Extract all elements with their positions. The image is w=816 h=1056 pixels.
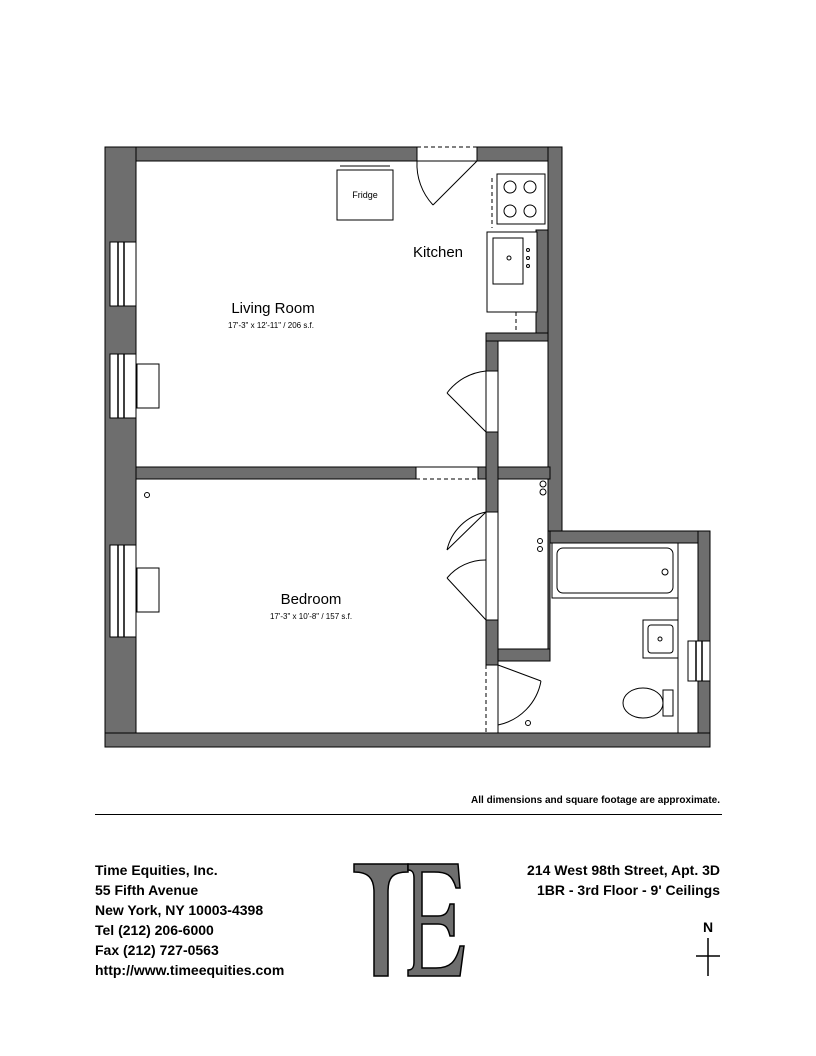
company-city: New York, NY 10003-4398 xyxy=(95,902,264,918)
door-closet-bedroom-2 xyxy=(446,559,487,621)
company-url[interactable]: http://www.timeequities.com xyxy=(95,962,285,978)
north-compass-icon: N xyxy=(696,919,720,976)
window-2 xyxy=(109,353,137,419)
floor-plan: Fridge xyxy=(104,146,711,748)
wall-bottom xyxy=(104,732,711,748)
window-3 xyxy=(109,544,137,638)
company-logo xyxy=(353,863,465,977)
kitchen-sink xyxy=(486,231,538,313)
wall-closet-vertical-2 xyxy=(485,431,499,513)
wall-bath-top xyxy=(547,530,711,544)
fridge-label: Fridge xyxy=(352,190,378,200)
window-1 xyxy=(109,241,137,307)
closet-bedroom xyxy=(497,478,549,650)
listing-address: 214 West 98th Street, Apt. 3D xyxy=(527,862,720,878)
company-name: Time Equities, Inc. xyxy=(95,862,218,878)
closet-living xyxy=(497,340,549,468)
bedroom-label: Bedroom xyxy=(281,591,342,608)
company-info: Time Equities, Inc. 55 Fifth Avenue New … xyxy=(95,860,284,980)
door-closet-living xyxy=(446,370,487,433)
wall-interior-mid xyxy=(135,466,417,480)
wall-bath-mid xyxy=(497,648,551,662)
wall-left xyxy=(104,146,137,748)
stove xyxy=(496,173,546,225)
bedroom-dims: 17'-3" x 10'-8" / 157 s.f. xyxy=(270,612,352,621)
door-closet-bedroom-1 xyxy=(446,511,487,551)
living-room-label: Living Room xyxy=(231,300,314,317)
bathroom-sink xyxy=(642,619,679,659)
listing-summary: 1BR - 3rd Floor - 9' Ceilings xyxy=(536,882,720,898)
radiator-bedroom xyxy=(136,567,160,613)
wall-top-left xyxy=(104,146,418,162)
company-street: 55 Fifth Avenue xyxy=(95,882,199,898)
door-entry xyxy=(416,160,478,206)
wall-bath-right xyxy=(697,530,711,748)
wall-kitchen-side xyxy=(535,229,549,336)
radiator-living xyxy=(136,363,160,409)
divider xyxy=(95,814,722,815)
wall-closet-top xyxy=(485,332,549,342)
window-bath xyxy=(687,640,711,682)
fridge xyxy=(336,165,394,221)
wall-closet-vertical-3 xyxy=(485,619,499,666)
disclaimer: All dimensions and square footage are ap… xyxy=(471,795,720,806)
toilet xyxy=(622,687,674,719)
living-room-dims: 17'-3" x 12'-11" / 206 s.f. xyxy=(228,321,314,330)
door-bathroom xyxy=(497,664,542,726)
listing-info: 214 West 98th Street, Apt. 3D 1BR - 3rd … xyxy=(440,860,720,900)
bathtub xyxy=(551,542,679,599)
company-fax: Fax (212) 727-0563 xyxy=(95,942,219,958)
kitchen-label: Kitchen xyxy=(413,244,463,261)
compass-label: N xyxy=(703,919,713,935)
company-tel: Tel (212) 206-6000 xyxy=(95,922,214,938)
